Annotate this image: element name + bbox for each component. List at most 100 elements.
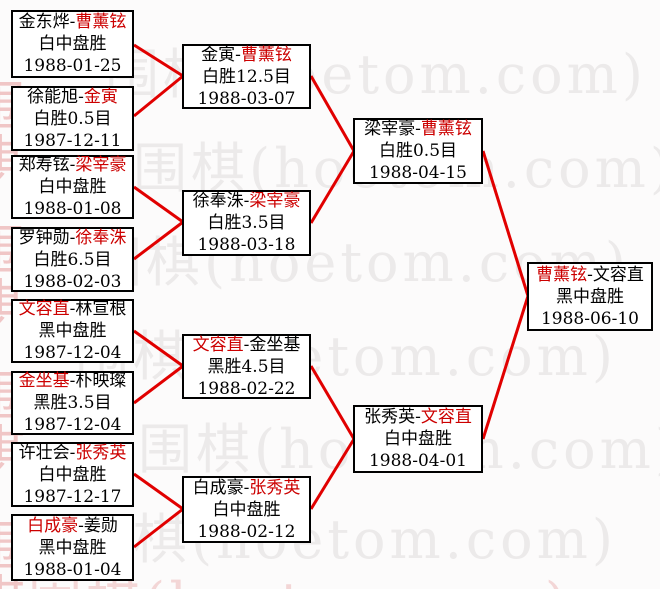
- connector-line: [133, 185, 184, 224]
- match-players: 曹薰铉-文容直: [529, 264, 651, 286]
- match-date: 1988-02-03: [23, 271, 122, 292]
- player-name: 郑寿铉: [18, 155, 70, 175]
- player-name: 曹薰铉: [420, 119, 472, 139]
- dash: -: [69, 12, 76, 32]
- connector-line: [133, 74, 184, 118]
- match-result: 白中盘胜: [38, 34, 107, 54]
- match-players: 白成豪-姜勋: [13, 515, 132, 537]
- match-players: 梁宰豪-曹薰铉: [355, 118, 481, 140]
- player-name: 徐能旭: [27, 86, 79, 107]
- dash: -: [69, 299, 76, 319]
- match-date: 1987-12-04: [23, 415, 122, 435]
- player-name: 梁宰豪: [364, 119, 416, 139]
- match-players: 金坐基-朴映璨: [13, 370, 132, 392]
- match-players: 许壮会-张秀英: [13, 442, 132, 464]
- match-date: 1988-02-22: [197, 378, 296, 399]
- match-result: 白中盘胜: [38, 464, 107, 485]
- match-result: 黑胜4.5目: [207, 356, 286, 377]
- match-players: 白成豪-张秀英: [184, 477, 309, 499]
- player-name: 林宣根: [75, 299, 127, 319]
- match-players: 徐能旭-金寅: [13, 86, 132, 108]
- player-name: 金坐基: [249, 334, 301, 355]
- match-players: 罗钟勋-徐奉洙: [13, 227, 132, 249]
- match-result: 白中盘胜: [384, 429, 452, 449]
- match-box-r1-5: 文容直-林宣根 黑中盘胜 1987-12-04: [11, 299, 134, 363]
- dash: -: [243, 477, 250, 498]
- player-name: 金寅: [201, 44, 236, 65]
- match-box-r1-3: 郑寿铉-梁宰豪 白中盘胜 1988-01-08: [11, 155, 134, 219]
- watermark-text: 围棋(hoetom.com): [75, 508, 617, 571]
- connector-line: [133, 507, 184, 549]
- player-name: 曹薰铉: [536, 264, 588, 285]
- dash: -: [69, 227, 76, 248]
- dash: -: [69, 155, 76, 175]
- match-result: 白胜0.5目: [378, 141, 458, 161]
- dash: -: [243, 334, 250, 355]
- connector-line: [481, 295, 530, 440]
- player-name: 张秀英: [249, 477, 301, 498]
- match-players: 金东烨-曹薰铉: [13, 11, 132, 33]
- match-result: 白胜12.5目: [202, 66, 291, 87]
- player-name: 张秀英: [364, 407, 416, 427]
- match-result: 白中盘胜: [212, 499, 281, 520]
- match-box-r1-7: 许壮会-张秀英 白中盘胜 1987-12-17: [11, 442, 134, 507]
- match-box-r1-1: 金东烨-曹薰铉 白中盘胜 1988-01-25: [11, 10, 134, 78]
- match-result: 白胜6.5目: [33, 249, 112, 270]
- player-name: 徐奉洙: [192, 191, 244, 211]
- match-result: 白中盘胜: [38, 177, 107, 197]
- connector-line: [309, 150, 356, 224]
- match-date: 1988-01-08: [23, 199, 122, 219]
- match-result: 黑中盘胜: [38, 321, 107, 341]
- dash: -: [415, 407, 421, 427]
- match-box-r2-1: 金寅-曹薰铉 白胜12.5目 1988-03-07: [182, 44, 311, 109]
- match-date: 1988-03-18: [197, 235, 296, 255]
- match-date: 1988-01-04: [23, 559, 122, 580]
- match-box-r1-4: 罗钟勋-徐奉洙 白胜6.5目 1988-02-03: [11, 227, 134, 292]
- match-box-r1-2: 徐能旭-金寅 白胜0.5目 1987-12-11: [11, 86, 134, 151]
- player-name: 梁宰豪: [249, 191, 301, 211]
- match-date: 1988-01-25: [23, 56, 122, 76]
- match-box-r1-8: 白成豪-姜勋 黑中盘胜 1988-01-04: [11, 514, 134, 581]
- dash: -: [415, 119, 421, 139]
- match-date: 1987-12-11: [23, 130, 122, 151]
- match-box-final: 曹薰铉-文容直 黑中盘胜 1988-06-10: [527, 262, 653, 331]
- connector-line: [133, 472, 184, 511]
- match-box-sf-2: 张秀英-文容直 白中盘胜 1988-04-01: [353, 405, 483, 473]
- player-name: 张秀英: [75, 442, 127, 463]
- match-players: 文容直-金坐基: [184, 334, 309, 356]
- dash: -: [69, 371, 76, 391]
- match-result: 白胜0.5目: [33, 108, 112, 129]
- dash: -: [69, 442, 76, 463]
- player-name: 文容直: [592, 264, 644, 285]
- player-name: 文容直: [18, 299, 70, 319]
- player-name: 曹薰铉: [240, 44, 292, 65]
- match-result: 黑胜3.5目: [33, 393, 112, 413]
- match-date: 1988-03-07: [197, 88, 296, 109]
- match-result: 白胜3.5目: [207, 213, 286, 233]
- player-name: 徐奉洙: [75, 227, 127, 248]
- match-date: 1988-04-15: [368, 163, 467, 183]
- connector-line: [133, 329, 184, 368]
- match-date: 1987-12-04: [23, 343, 122, 363]
- player-name: 金坐基: [18, 371, 70, 391]
- player-name: 金寅: [83, 86, 118, 107]
- player-name: 姜勋: [83, 515, 118, 536]
- match-players: 徐奉洙-梁宰豪: [184, 190, 309, 212]
- match-date: 1988-04-01: [368, 451, 467, 471]
- dash: -: [235, 44, 241, 65]
- match-box-r2-2: 徐奉洙-梁宰豪 白胜3.5目 1988-03-18: [182, 190, 311, 256]
- player-name: 文容直: [192, 334, 244, 355]
- dash: -: [78, 86, 84, 107]
- connector-line: [133, 220, 184, 261]
- player-name: 朴映璨: [75, 371, 127, 391]
- player-name: 白成豪: [192, 477, 244, 498]
- dash: -: [78, 515, 84, 536]
- match-box-r1-6: 金坐基-朴映璨 黑胜3.5目 1987-12-04: [11, 371, 134, 435]
- player-name: 许壮会: [18, 442, 70, 463]
- connector-line: [481, 150, 530, 297]
- match-players: 文容直-林宣根: [13, 298, 132, 320]
- match-box-r2-3: 文容直-金坐基 黑胜4.5目 1988-02-22: [182, 334, 311, 399]
- connector-line: [309, 75, 356, 152]
